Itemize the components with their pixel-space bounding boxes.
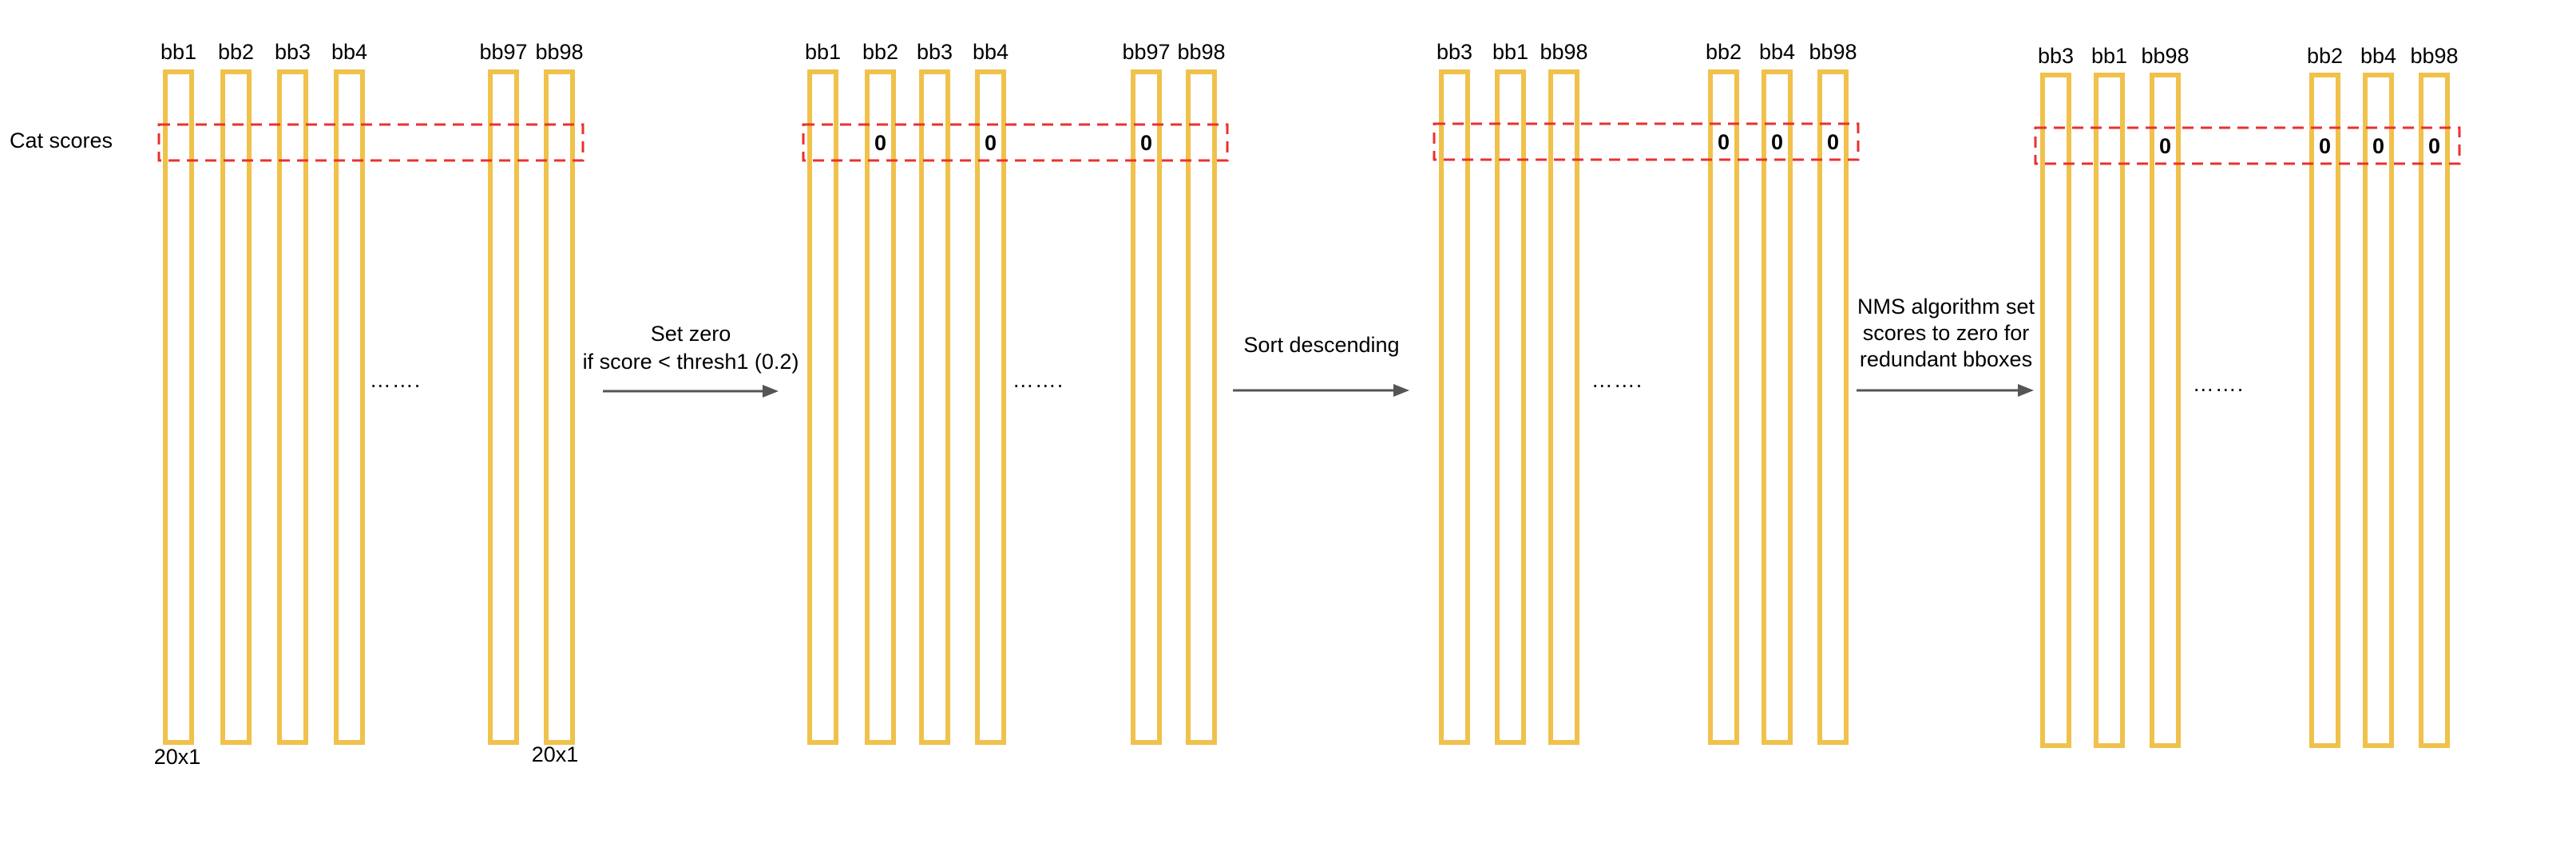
score-column-bb97 <box>1131 69 1162 745</box>
zero-score-bb2: 0 <box>1718 130 1730 154</box>
ellipsis: ……. <box>1591 368 1643 392</box>
column-label-bb98: bb98 <box>1540 40 1587 64</box>
arrow-caption-line: NMS algorithm set <box>1857 295 2035 319</box>
score-column-bb1 <box>163 69 194 745</box>
column-label-bb3: bb3 <box>275 40 311 64</box>
arrow-caption-line: if score < thresh1 (0.2) <box>583 350 799 374</box>
score-column-bb4 <box>334 69 365 745</box>
score-column-bb1 <box>807 69 838 745</box>
cat-scores-highlight-band <box>157 123 585 162</box>
score-column-bb4 <box>2363 73 2394 748</box>
transition-arrow-2: Sort descending <box>1233 333 1409 397</box>
zero-score-bb4: 0 <box>985 131 997 155</box>
score-column-bb98 <box>1548 69 1579 745</box>
score-column-bb2 <box>220 69 252 745</box>
score-column-bb98 <box>2150 73 2181 748</box>
dimension-label: 20x1 <box>154 745 201 769</box>
column-label-bb4: bb4 <box>2360 44 2396 68</box>
column-label-bb4: bb4 <box>1759 40 1795 64</box>
score-column-bb98 <box>1817 69 1849 745</box>
score-column-bb1 <box>2094 73 2125 748</box>
column-label-bb1: bb1 <box>1492 40 1528 64</box>
arrow-caption-line: redundant bboxes <box>1860 347 2032 371</box>
column-label-bb2: bb2 <box>1706 40 1742 64</box>
column-label-bb1: bb1 <box>2091 44 2127 68</box>
ellipsis: ……. <box>2193 372 2245 396</box>
score-column-bb98 <box>544 69 575 745</box>
column-label-bb1: bb1 <box>161 40 196 64</box>
column-label-bb2: bb2 <box>862 40 898 64</box>
score-column-bb3 <box>2040 73 2071 748</box>
column-label-bb3: bb3 <box>2038 44 2074 68</box>
column-label-bb3: bb3 <box>1437 40 1472 64</box>
ellipsis: ……. <box>370 368 422 392</box>
panel-4: bb3 bb1 bb98 0 bb2 0 bb4 0 bb98 0 ……. <box>2034 44 2461 748</box>
arrow-caption-line: Sort descending <box>1243 333 1399 357</box>
arrow-caption-line: Set zero <box>651 322 731 346</box>
score-column-bb2 <box>865 69 896 745</box>
column-label-bb97: bb97 <box>1122 40 1170 64</box>
score-column-bb4 <box>1762 69 1793 745</box>
zero-score-bb2: 0 <box>2319 134 2331 158</box>
transition-arrow-1: Set zero if score < thresh1 (0.2) <box>583 322 799 398</box>
arrow-head-icon <box>763 385 779 398</box>
column-label-bb97: bb97 <box>479 40 527 64</box>
column-label-bb2: bb2 <box>2307 44 2343 68</box>
zero-score-bb98: 0 <box>1827 130 1839 154</box>
column-label-bb2: bb2 <box>218 40 254 64</box>
score-column-bb2 <box>1708 69 1739 745</box>
column-label-bb98: bb98 <box>2141 44 2189 68</box>
score-column-bb2 <box>2309 73 2340 748</box>
zero-score-bb2: 0 <box>874 131 886 155</box>
column-label-bb1: bb1 <box>805 40 841 64</box>
cat-scores-highlight-band <box>802 123 1229 162</box>
zero-score-bb98: 0 <box>2159 134 2171 158</box>
score-column-bb98 <box>2419 73 2450 748</box>
score-column-bb97 <box>488 69 519 745</box>
row-label-cat-scores: Cat scores <box>10 129 113 152</box>
cat-scores-highlight-band <box>2034 126 2461 165</box>
panel-1: bb1 bb2 bb3 bb4 bb97 bb98 ……. 20x1 20x1 <box>154 40 585 769</box>
score-column-bb98 <box>1186 69 1217 745</box>
zero-score-bb4: 0 <box>2372 134 2384 158</box>
column-label-bb98: bb98 <box>535 40 583 64</box>
score-column-bb3 <box>277 69 308 745</box>
arrow-head-icon <box>2018 384 2034 397</box>
column-label-bb4: bb4 <box>973 40 1009 64</box>
zero-score-bb98: 0 <box>2428 134 2440 158</box>
ellipsis: ……. <box>1013 368 1064 392</box>
column-label-bb3: bb3 <box>917 40 953 64</box>
score-column-bb3 <box>919 69 950 745</box>
score-column-bb3 <box>1439 69 1470 745</box>
panel-3: bb3 bb1 bb98 bb2 0 bb4 0 bb98 0 ……. <box>1433 40 1860 745</box>
column-label-bb98: bb98 <box>2410 44 2458 68</box>
panel-2: bb1 bb2 0 bb3 bb4 0 bb97 0 bb98 ……. <box>802 40 1229 745</box>
zero-score-bb97: 0 <box>1140 131 1152 155</box>
dimension-label: 20x1 <box>532 742 579 766</box>
column-label-bb98: bb98 <box>1809 40 1857 64</box>
score-column-bb1 <box>1495 69 1526 745</box>
arrow-caption-line: scores to zero for <box>1863 321 2030 345</box>
cat-scores-highlight-band <box>1433 122 1860 161</box>
column-label-bb4: bb4 <box>331 40 367 64</box>
column-label-bb98: bb98 <box>1177 40 1225 64</box>
zero-score-bb4: 0 <box>1771 130 1783 154</box>
score-column-bb4 <box>975 69 1006 745</box>
arrow-head-icon <box>1393 384 1409 397</box>
